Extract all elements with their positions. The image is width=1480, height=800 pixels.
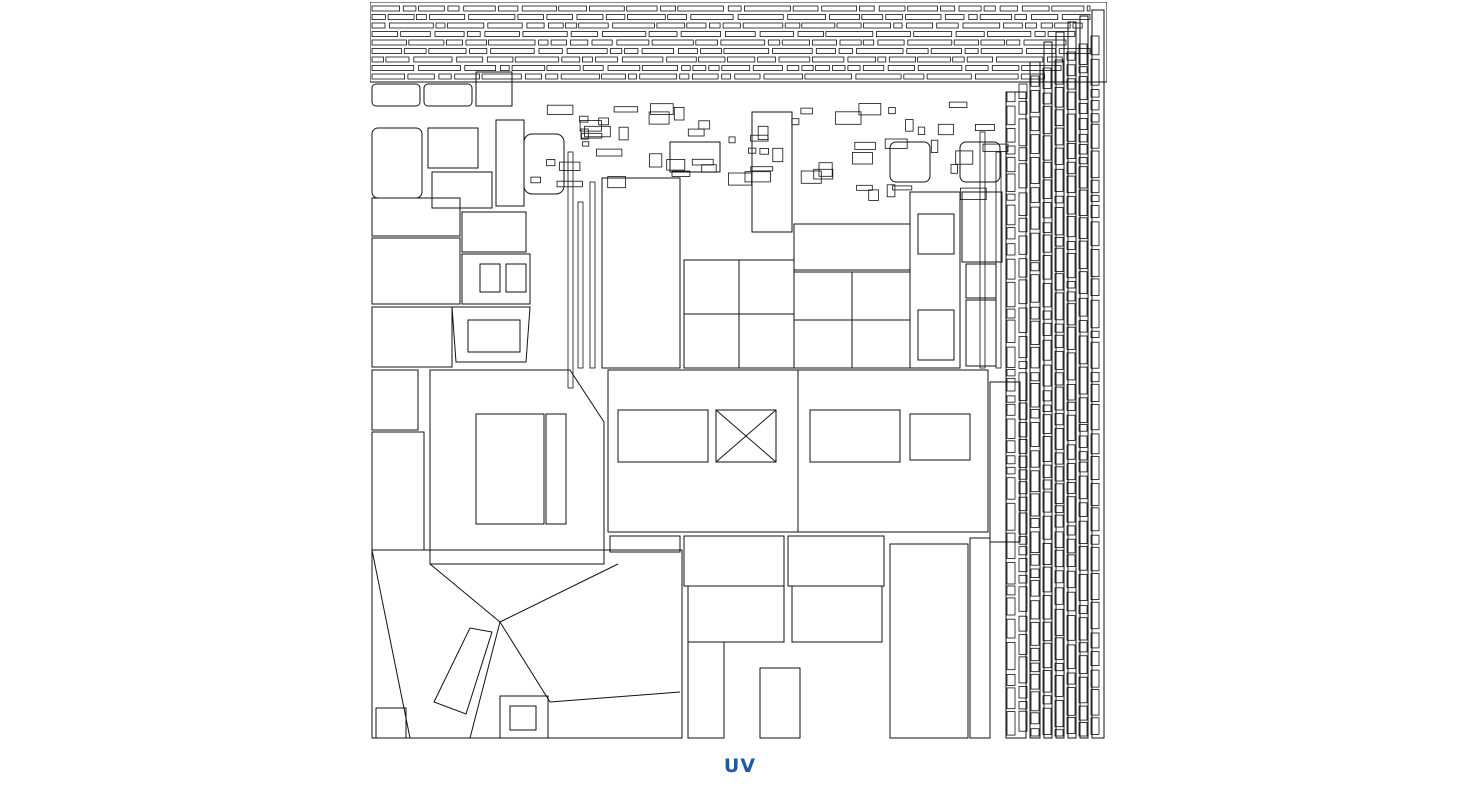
uv-island-bottom-right: [609, 535, 991, 739]
uv-island-bottom-left: [371, 549, 683, 739]
uv-island-center-top: [601, 111, 1003, 369]
uv-island-middle-row: [371, 369, 1021, 565]
uv-island-detail-fragments: [371, 5, 1100, 737]
uv-wireframe-icon: [370, 2, 1107, 739]
uv-layout-diagram: [370, 2, 1107, 739]
uv-island-left-column: [371, 197, 531, 368]
uv-caption: UV: [723, 755, 757, 777]
